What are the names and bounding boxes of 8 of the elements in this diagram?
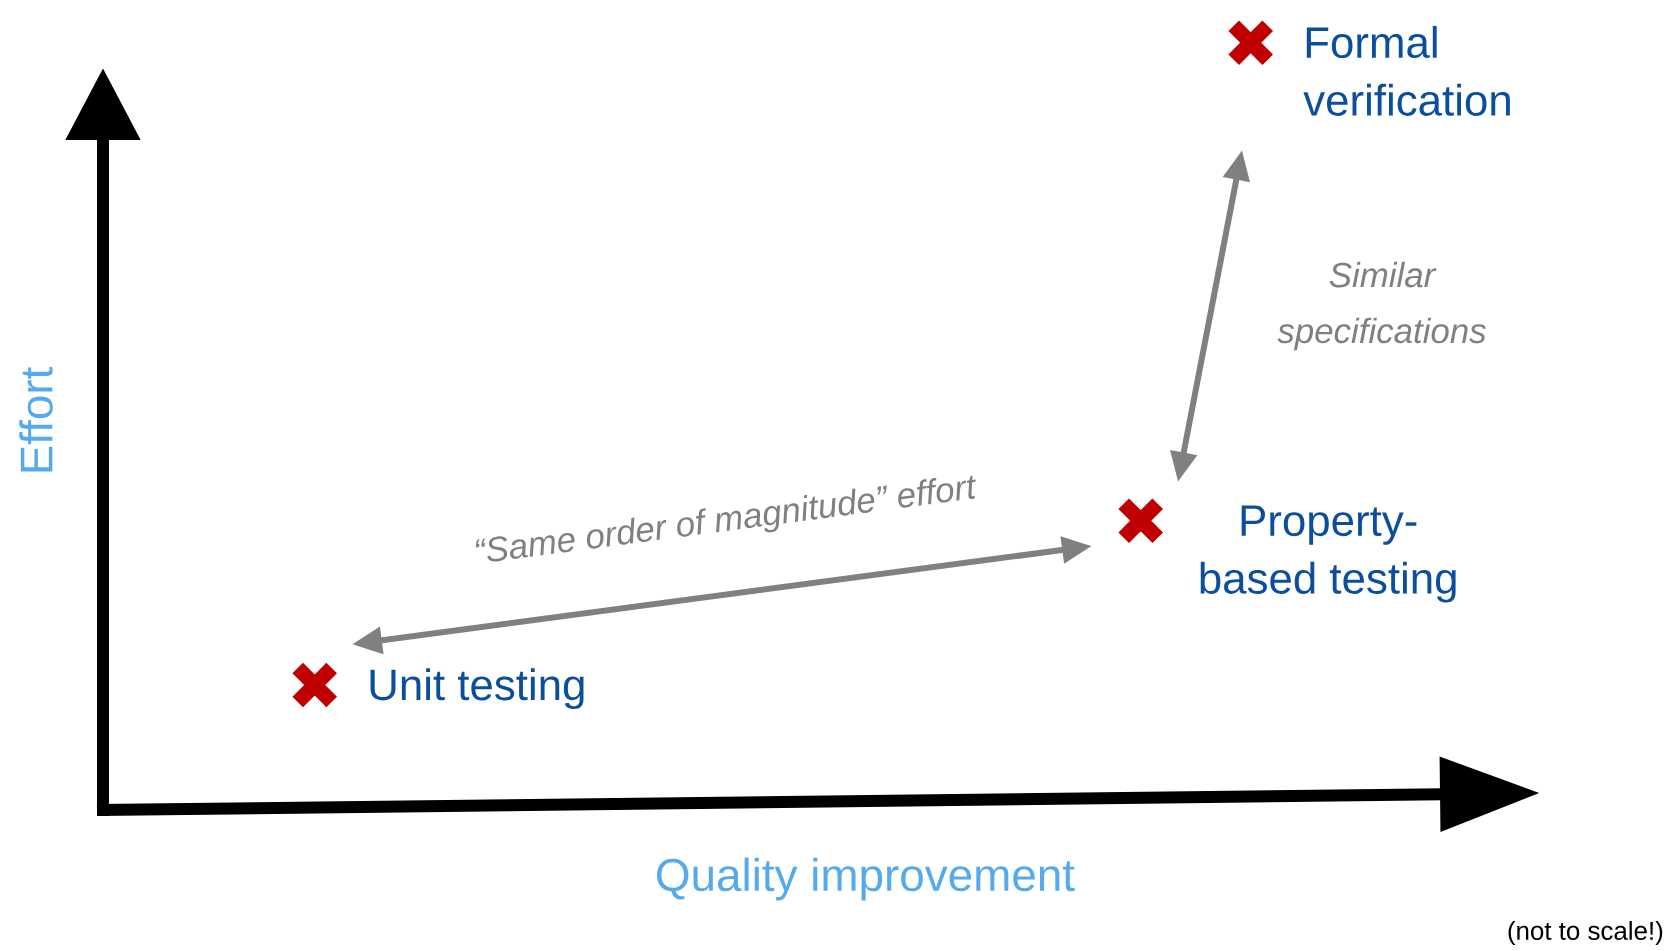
axis-label: Quality improvement [657,857,1075,901]
labeled-point: Property-based testing [1116,496,1456,603]
edge-label: “Same order of magnitude” effort [475,475,976,562]
note: (not to scale!) [1508,920,1663,946]
edge-label: Similar specifications [1277,261,1486,351]
labeled-point: Formal verification [1226,18,1510,116]
labeled-point: Unit testing [290,660,584,710]
axis-label: Effort [19,367,53,472]
